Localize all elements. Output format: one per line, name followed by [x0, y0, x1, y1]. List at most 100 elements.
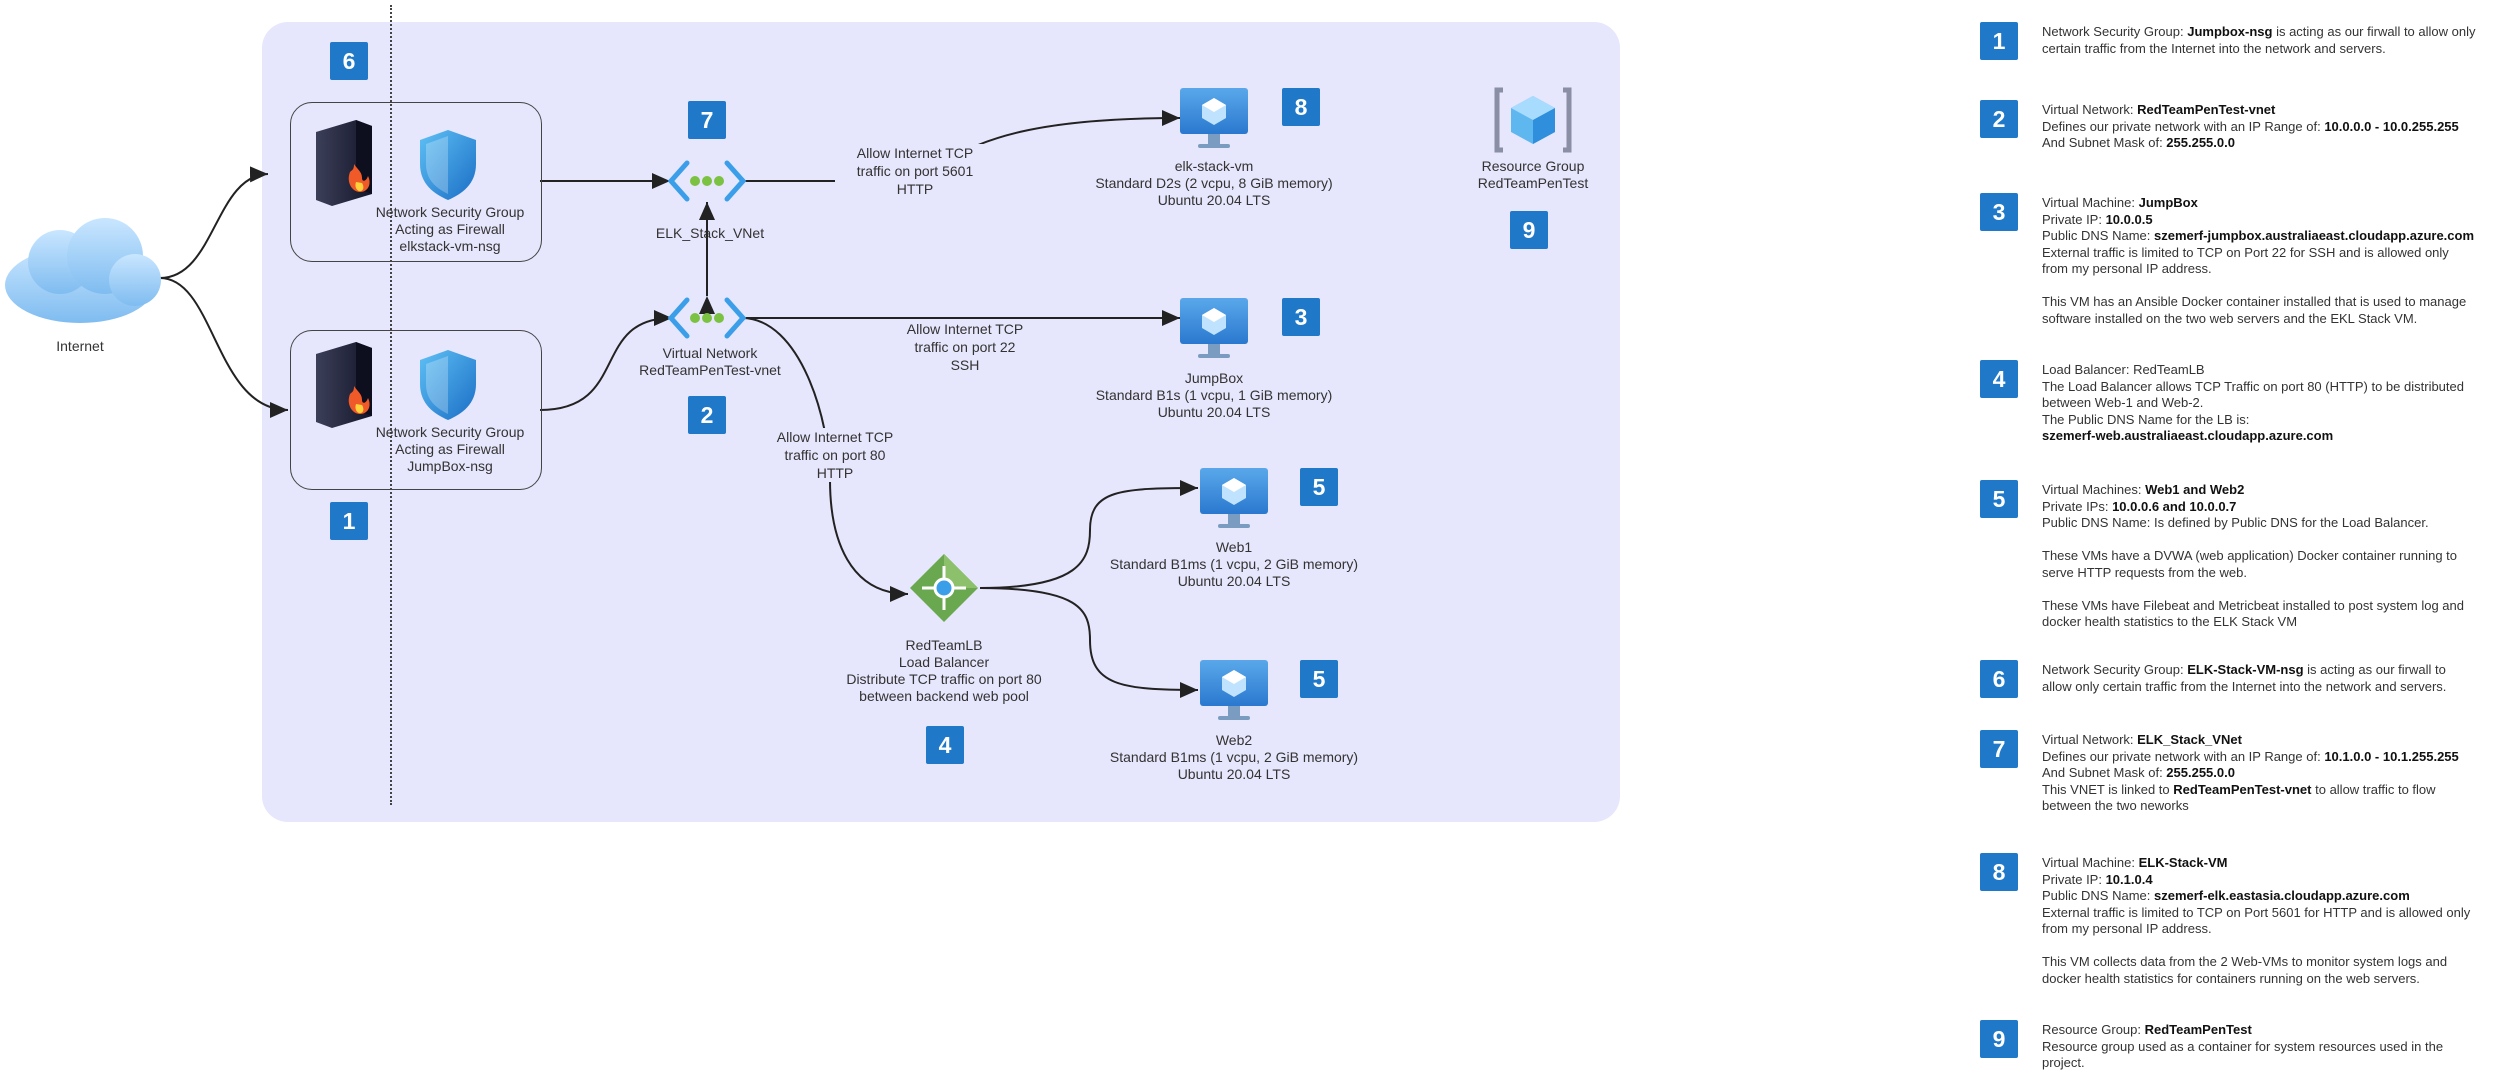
legend-bold-text: 10.0.0.0 - 10.0.255.255 — [2324, 118, 2459, 134]
legend-line: External traffic is limited to TCP on Po… — [2042, 905, 2512, 922]
edge-internet-to-nsg-jump — [159, 277, 289, 418]
legend-plain-text: docker health statistics for containers … — [2042, 970, 2420, 986]
legend-line: Virtual Machine: ELK-Stack-VM — [2042, 855, 2512, 872]
legend-line: Private IP: 10.1.0.4 — [2042, 872, 2512, 889]
legend-bold-text: Jumpbox-nsg — [2187, 24, 2273, 39]
legend-plain-text: is acting as our firwall to — [2303, 662, 2446, 677]
legend-line: Public DNS Name: Is defined by Public DN… — [2042, 515, 2512, 532]
legend-plain-text: This VM has an Ansible Docker container … — [2042, 294, 2467, 309]
shield-icon — [420, 130, 476, 200]
legend-line — [2042, 532, 2512, 549]
legend-line: certain traffic from the Internet into t… — [2042, 41, 2512, 58]
legend-line: serve HTTP requests from the web. — [2042, 565, 2512, 582]
legend-plain-text: Virtual Machines: — [2042, 482, 2146, 497]
virtual-machine-icon — [1200, 660, 1268, 720]
edge-lb-to-web2 — [979, 587, 1199, 698]
legend-plain-text: This VNET is linked to — [2042, 781, 2174, 797]
load-balancer-icon — [910, 554, 978, 622]
edge-lb-to-web1 — [979, 480, 1199, 589]
legend-line: szemerf-web.australiaeast.cloudapp.azure… — [2042, 428, 2512, 445]
legend-bold-text: 10.0.0.5 — [2105, 211, 2153, 227]
legend-plain-text: serve HTTP requests from the web. — [2042, 564, 2247, 580]
badge-7: 7 — [688, 101, 726, 139]
legend-plain-text: between Web-1 and Web-2. — [2042, 395, 2204, 410]
virtual-machine-icon — [1200, 468, 1268, 528]
legend-line: And Subnet Mask of: 255.255.0.0 — [2042, 135, 2512, 152]
legend-badge-1: 1 — [1980, 22, 2018, 60]
legend-plain-text: project. — [2042, 1055, 2085, 1070]
legend-line: Defines our private network with an IP R… — [2042, 119, 2512, 136]
vnet-elk-label: ELK_Stack_VNet — [655, 225, 765, 241]
nsg-jump-container[interactable] — [290, 330, 542, 490]
legend-plain-text: is acting as our firwall to allow only — [2272, 24, 2476, 39]
legend-plain-text: from my personal IP address. — [2042, 921, 2212, 936]
elk-vm-label: elk-stack-vm Standard D2s (2 vcpu, 8 GiB… — [1095, 158, 1333, 208]
legend-line: Defines our private network with an IP R… — [2042, 749, 2512, 766]
edge-nsg-jump-to-vnet-main — [539, 310, 673, 411]
legend-plain-text: Resource group used as a container for s… — [2042, 1038, 2444, 1054]
virtual-network-icon — [667, 297, 747, 339]
legend-bold-text: 255.255.0.0 — [2166, 765, 2235, 780]
resource-group-label: Resource Group RedTeamPenTest — [1477, 158, 1589, 191]
legend-plain-text: External traffic is limited to TCP on Po… — [2042, 244, 2449, 260]
legend-plain-text: to allow traffic to flow — [2311, 781, 2436, 797]
legend-plain-text: Defines our private network with an IP R… — [2042, 118, 2325, 134]
legend-plain-text: Network Security Group: — [2042, 24, 2188, 39]
legend-line: The Public DNS Name for the LB is: — [2042, 412, 2512, 429]
legend-line: Load Balancer: RedTeamLB — [2042, 362, 2512, 379]
legend-line: Private IPs: 10.0.0.6 and 10.0.0.7 — [2042, 499, 2512, 516]
legend-text: Network Security Group: Jumpbox-nsg is a… — [2042, 24, 2512, 57]
dotted-divider — [390, 5, 392, 805]
vnet-main-label: Virtual Network RedTeamPenTest-vnet — [639, 345, 781, 378]
load-balancer-label: RedTeamLB Load Balancer Distribute TCP t… — [846, 637, 1042, 704]
legend-bold-text: 10.1.0.4 — [2105, 871, 2153, 887]
badge-6: 6 — [330, 42, 368, 80]
legend-line: between the two neworks — [2042, 798, 2512, 815]
badge-8: 8 — [1282, 88, 1320, 126]
legend-bold-text: ELK-Stack-VM — [2138, 855, 2228, 870]
legend-plain-text: Private IPs: — [2042, 498, 2113, 514]
legend-text: Network Security Group: ELK-Stack-VM-nsg… — [2042, 662, 2512, 695]
jumpbox-label: JumpBox Standard B1s (1 vcpu, 1 GiB memo… — [1095, 370, 1333, 420]
badge-3: 3 — [1282, 298, 1320, 336]
legend-badge-2: 2 — [1980, 100, 2018, 138]
legend-plain-text: Virtual Machine: — [2042, 195, 2139, 210]
virtual-network-icon — [667, 160, 747, 202]
legend-line: This VM has an Ansible Docker container … — [2042, 294, 2512, 311]
legend-line: Private IP: 10.0.0.5 — [2042, 212, 2512, 229]
legend-plain-text: between the two neworks — [2042, 798, 2189, 813]
edge-label-5601: Allow Internet TCP traffic on port 5601 … — [835, 144, 995, 198]
nsg-elk-container[interactable] — [290, 102, 542, 262]
legend-plain-text: This VM collects data from the 2 Web-VMs… — [2042, 954, 2448, 969]
legend-line: Virtual Network: ELK_Stack_VNet — [2042, 732, 2512, 749]
legend-plain-text: These VMs have a DVWA (web application) … — [2042, 548, 2457, 563]
resource-group-icon — [1494, 87, 1572, 153]
legend-plain-text: The Public DNS Name for the LB is: — [2042, 411, 2250, 427]
legend-line: between Web-1 and Web-2. — [2042, 395, 2512, 412]
legend-line: Public DNS Name: szemerf-elk.eastasia.cl… — [2042, 888, 2512, 905]
legend-bold-text: szemerf-web.australiaeast.cloudapp.azure… — [2042, 428, 2334, 443]
badge-9: 9 — [1510, 211, 1548, 249]
legend-plain-text: External traffic is limited to TCP on Po… — [2042, 904, 2471, 920]
legend-badge-6: 6 — [1980, 660, 2018, 698]
badge-5-web1: 5 — [1300, 468, 1338, 506]
legend-bold-text: 255.255.0.0 — [2166, 135, 2235, 150]
virtual-machine-icon — [1180, 88, 1248, 148]
cloud-icon — [5, 218, 161, 323]
legend-line — [2042, 278, 2512, 295]
legend-line: allow only certain traffic from the Inte… — [2042, 679, 2512, 696]
legend-bold-text: 10.0.0.6 and 10.0.0.7 — [2112, 498, 2237, 514]
shield-icon — [420, 350, 476, 420]
legend-plain-text: allow only certain traffic from the Inte… — [2042, 678, 2447, 694]
legend-bold-text: szemerf-jumpbox.australiaeast.cloudapp.a… — [2153, 228, 2475, 243]
legend-line: Network Security Group: Jumpbox-nsg is a… — [2042, 24, 2512, 41]
legend-plain-text: Public DNS Name: Is defined by Public DN… — [2042, 515, 2429, 530]
virtual-machine-icon — [1180, 298, 1248, 358]
legend-bold-text: JumpBox — [2138, 195, 2198, 210]
